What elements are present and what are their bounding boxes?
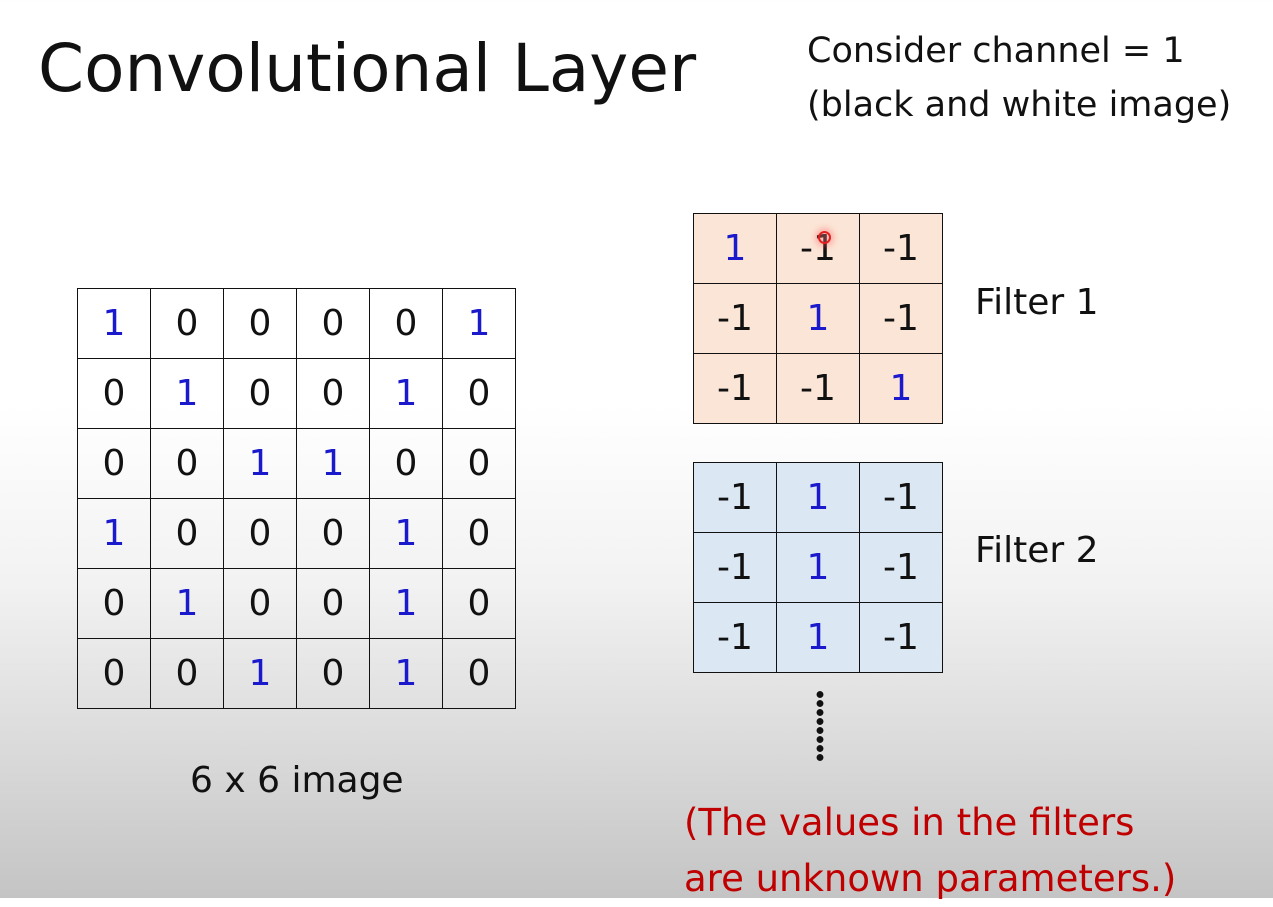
image-cell: 1 [77,498,151,569]
filter-1-row: 1-1-1 [693,213,943,284]
image-cell: 0 [296,568,370,639]
image-cell: 1 [442,288,516,359]
filter-1-cell: 1 [693,213,777,284]
filter-1-cell: -1 [859,213,943,284]
unknown-parameters-note-line-1: (The values in the filters [684,801,1135,844]
more-filters-ellipsis [816,690,824,762]
image-cell: 0 [442,568,516,639]
unknown-parameters-note: (The values in the filters are unknown p… [684,795,1176,907]
filter-2-cell: 1 [776,462,860,533]
image-cell: 1 [223,638,297,709]
image-cell: 1 [77,288,151,359]
image-cell: 1 [150,568,224,639]
channel-note-line-1: Consider channel = 1 [807,31,1185,71]
filter-1-cell: -1 [859,283,943,354]
image-cell: 1 [369,498,443,569]
image-cell: 0 [150,638,224,709]
image-cell: 0 [296,358,370,429]
image-cell: 0 [442,428,516,499]
image-cell: 0 [77,358,151,429]
unknown-parameters-note-line-2: are unknown parameters.) [684,857,1177,900]
image-cell: 1 [369,358,443,429]
filter-1-cell: -1 [693,283,777,354]
filter-2-cell: -1 [693,602,777,673]
filter-1-cell: 1 [859,353,943,424]
filter-2-label: Filter 2 [975,530,1099,571]
filter-2-cell: -1 [693,532,777,603]
filter-2-cell: -1 [859,462,943,533]
image-cell: 0 [369,288,443,359]
image-cell: 0 [77,428,151,499]
image-cell: 0 [150,428,224,499]
image-cell: 1 [150,358,224,429]
image-cell: 0 [223,288,297,359]
image-cell: 1 [369,568,443,639]
filter-1-cell: 1 [776,283,860,354]
image-cell: 0 [77,638,151,709]
image-cell: 0 [77,568,151,639]
image-cell: 0 [442,638,516,709]
image-cell: 0 [150,498,224,569]
image-cell: 0 [369,428,443,499]
filter-1-cell: -1 [776,353,860,424]
filter-2-cell: -1 [859,532,943,603]
slide-title: Convolutional Layer [38,30,697,107]
pointer-cursor-icon [818,231,831,244]
image-cell: 0 [442,498,516,569]
image-cell: 0 [150,288,224,359]
filter-2-cell: 1 [776,602,860,673]
filter-2-cell: 1 [776,532,860,603]
image-cell: 0 [296,288,370,359]
image-cell: 1 [369,638,443,709]
channel-note-line-2: (black and white image) [807,85,1232,125]
image-caption: 6 x 6 image [190,760,404,801]
image-cell: 0 [296,638,370,709]
filter-2-cell: -1 [693,462,777,533]
image-cell: 0 [442,358,516,429]
image-cell: 1 [223,428,297,499]
image-cell: 0 [223,358,297,429]
channel-note: Consider channel = 1 (black and white im… [807,24,1231,132]
filter-2-cell: -1 [859,602,943,673]
filter-1-cell: -1 [693,353,777,424]
image-cell: 0 [296,498,370,569]
filter-1-label: Filter 1 [975,282,1099,323]
filter-1-cell: -1 [776,213,860,284]
image-cell: 0 [223,498,297,569]
image-cell: 1 [296,428,370,499]
image-cell: 0 [223,568,297,639]
